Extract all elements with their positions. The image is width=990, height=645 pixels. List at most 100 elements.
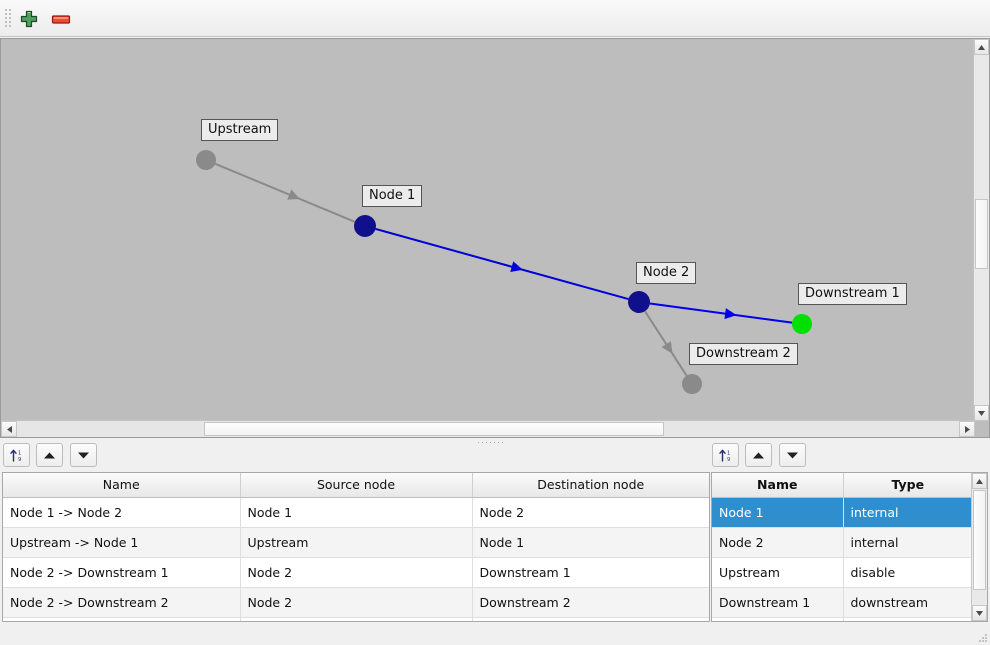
nodes-table-empty-cell xyxy=(843,617,972,621)
edges-table-cell[interactable]: Downstream 2 xyxy=(472,587,709,618)
nodes-move-up-button[interactable] xyxy=(745,443,772,467)
triangle-down-icon xyxy=(976,610,983,616)
nodes-table-empty-cell xyxy=(712,617,844,621)
sort-ascending-icon: 1 9 xyxy=(719,449,730,463)
edges-table-column-header-2[interactable]: Destination node xyxy=(472,473,709,498)
edges-move-down-button[interactable] xyxy=(70,443,97,467)
triangle-down-icon xyxy=(787,452,798,458)
edges-table-cell[interactable]: Downstream 1 xyxy=(472,557,709,588)
nodes-table-cell[interactable]: downstream xyxy=(843,587,972,618)
plus-icon xyxy=(20,10,38,28)
scroll-left-button[interactable] xyxy=(1,421,17,437)
nodes-table-empty-row[interactable] xyxy=(712,617,972,621)
resize-grip[interactable] xyxy=(979,634,987,642)
drag-grip[interactable] xyxy=(5,9,11,29)
graph-horizontal-scroll-thumb[interactable] xyxy=(204,422,664,436)
triangle-up-icon xyxy=(976,478,983,484)
triangle-down-icon xyxy=(978,410,985,416)
remove-button[interactable] xyxy=(48,7,74,31)
edges-table-cell[interactable]: Node 2 xyxy=(240,557,473,588)
edges-table-cell[interactable]: Node 2 -> Downstream 1 xyxy=(3,557,241,588)
scroll-up-button[interactable] xyxy=(972,473,987,489)
edges-table-cell[interactable]: Node 2 -> Downstream 2 xyxy=(3,587,241,618)
splitter-grip xyxy=(478,441,508,444)
edges-table-cell[interactable]: Node 2 xyxy=(472,497,709,528)
graph-node-label-node2[interactable]: Node 2 xyxy=(636,262,697,284)
graph-node-node1[interactable] xyxy=(354,215,376,237)
nodes-table-column-header-1[interactable]: Type xyxy=(843,473,972,498)
nodes-table-column-header-0[interactable]: Name xyxy=(712,473,844,498)
edges-table-cell[interactable]: Upstream xyxy=(240,527,473,558)
sort-ascending-icon: 1 9 xyxy=(10,449,21,463)
panel-splitter[interactable] xyxy=(0,439,990,446)
nodes-table-cell[interactable]: disable xyxy=(843,557,972,588)
scroll-up-button[interactable] xyxy=(974,39,989,55)
edges-table-cell[interactable]: Node 1 xyxy=(472,527,709,558)
nodes-table-cell[interactable]: Upstream xyxy=(712,557,844,588)
edges-move-up-button[interactable] xyxy=(36,443,63,467)
add-button[interactable] xyxy=(16,7,42,31)
edges-table-empty-cell xyxy=(240,617,473,621)
edges-table-cell[interactable]: Node 1 xyxy=(240,497,473,528)
edges-table-empty-row[interactable] xyxy=(3,617,709,621)
nodes-table-scrollbar[interactable] xyxy=(971,473,987,621)
svg-text:1: 1 xyxy=(727,450,730,456)
graph-vertical-scroll-thumb[interactable] xyxy=(975,199,988,269)
triangle-left-icon xyxy=(6,425,12,433)
graph-vertical-scrollbar[interactable] xyxy=(973,39,989,421)
nodes-table-cell[interactable]: internal xyxy=(843,497,972,528)
graph-node-node2[interactable] xyxy=(628,291,650,313)
edges-sort-button[interactable]: 1 9 xyxy=(3,443,30,467)
scroll-right-button[interactable] xyxy=(959,421,975,437)
graph-edge-arrow-node1-node2 xyxy=(510,261,523,273)
graph-edge-arrow-node2-downstream2 xyxy=(661,341,673,354)
graph-edge-upstream-node1[interactable] xyxy=(214,162,356,223)
edges-table-cell[interactable]: Node 1 -> Node 2 xyxy=(3,497,241,528)
nodes-table-cell[interactable]: Node 2 xyxy=(712,527,844,558)
graph-node-label-upstream[interactable]: Upstream xyxy=(201,119,279,141)
graph-edge-node2-downstream2[interactable] xyxy=(644,310,688,377)
edges-table-empty-cell xyxy=(3,617,241,621)
scroll-down-button[interactable] xyxy=(974,405,989,421)
graph-node-upstream[interactable] xyxy=(196,150,216,170)
graph-canvas[interactable] xyxy=(1,39,975,421)
graph-edge-arrow-node2-downstream1 xyxy=(724,308,737,320)
nodes-table-cell[interactable]: Node 1 xyxy=(712,497,844,528)
scroll-down-button[interactable] xyxy=(972,605,987,621)
svg-text:9: 9 xyxy=(727,457,730,463)
nodes-table-cell[interactable]: internal xyxy=(843,527,972,558)
nodes-move-down-button[interactable] xyxy=(779,443,806,467)
graph-node-label-node1[interactable]: Node 1 xyxy=(362,185,423,207)
edges-table-cell[interactable]: Node 2 xyxy=(240,587,473,618)
edges-table-column-header-1[interactable]: Source node xyxy=(240,473,473,498)
nodes-table-cell[interactable]: Downstream 1 xyxy=(712,587,844,618)
graph-node-label-downstream1[interactable]: Downstream 1 xyxy=(798,283,907,305)
graph-node-downstream1[interactable] xyxy=(792,314,812,334)
nodes-sort-button[interactable]: 1 9 xyxy=(712,443,739,467)
triangle-down-icon xyxy=(78,452,89,458)
graph-edge-arrow-upstream-node1 xyxy=(287,189,300,200)
graph-horizontal-scrollbar[interactable] xyxy=(1,420,975,437)
triangle-up-icon xyxy=(44,452,55,458)
edges-table-column-header-0[interactable]: Name xyxy=(3,473,241,498)
graph-node-downstream2[interactable] xyxy=(682,374,702,394)
graph-edge-node2-downstream1[interactable] xyxy=(649,302,793,324)
graph-node-label-downstream2[interactable]: Downstream 2 xyxy=(689,343,798,365)
edges-table-cell[interactable]: Upstream -> Node 1 xyxy=(3,527,241,558)
nodes-table-scroll-thumb[interactable] xyxy=(973,490,986,590)
graph-edge-node1-node2[interactable] xyxy=(375,227,629,301)
